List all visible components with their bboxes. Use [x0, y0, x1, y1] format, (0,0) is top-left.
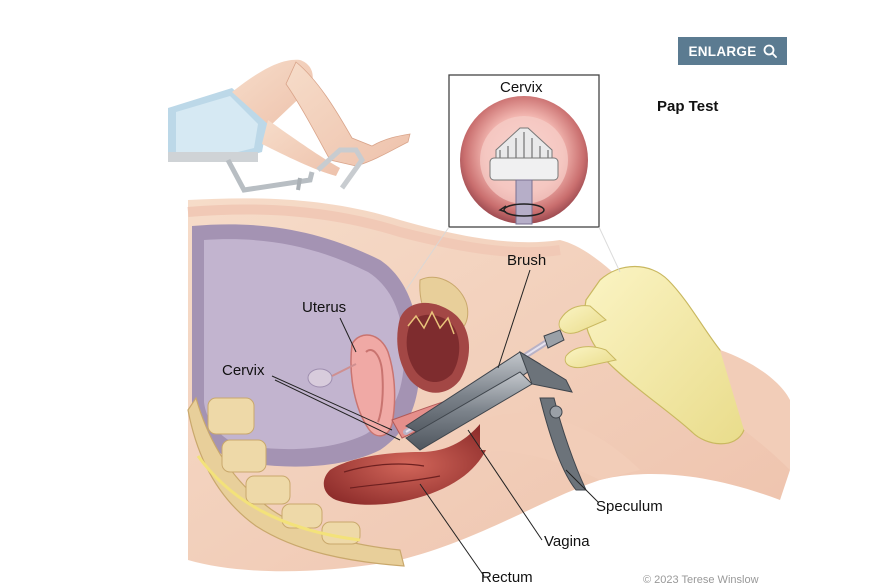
label-speculum: Speculum — [596, 498, 663, 515]
inset-label-cervix: Cervix — [500, 79, 543, 96]
diagram-title: Pap Test — [657, 98, 719, 115]
label-rectum: Rectum — [481, 569, 533, 586]
enlarge-button[interactable]: ENLARGE — [678, 37, 787, 65]
patient-on-table — [168, 59, 411, 193]
enlarge-label: ENLARGE — [688, 43, 757, 59]
gloved-hand — [558, 265, 790, 470]
label-brush: Brush — [507, 252, 547, 269]
copyright-text: © 2023 Terese Winslow — [643, 574, 759, 586]
label-cervix: Cervix — [222, 362, 265, 379]
label-uterus: Uterus — [302, 299, 347, 316]
speculum — [405, 329, 587, 491]
uterus — [350, 334, 396, 437]
cervix-inset — [405, 74, 621, 291]
label-vagina: Vagina — [544, 533, 590, 550]
search-icon — [763, 44, 777, 58]
leader-lines — [271, 269, 599, 577]
sacrum-bone — [187, 396, 405, 567]
